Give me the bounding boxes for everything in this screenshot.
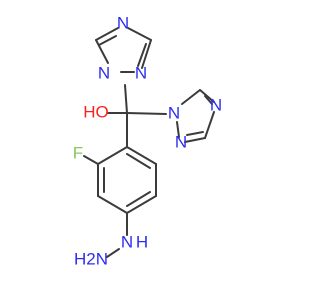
bond [204, 95, 213, 105]
triazole-right-n1-label: N [168, 103, 180, 122]
triazole-ring-top [95, 27, 152, 73]
hydrazine-nh-label: N [121, 232, 133, 251]
bond [186, 131, 204, 136]
hydrazine-h-label: H [136, 232, 148, 251]
bond [181, 89, 201, 105]
hydroxyl-label: HO [83, 102, 109, 121]
bond [137, 43, 147, 67]
bond [95, 27, 119, 41]
benzene-ring [97, 146, 157, 214]
benzene-substituent-bonds [83, 155, 128, 258]
bond [124, 84, 128, 114]
triazole-ring-right [176, 89, 215, 143]
bond [199, 89, 215, 103]
bond [184, 137, 206, 143]
bond [204, 111, 215, 139]
bond [97, 146, 128, 165]
bond [126, 112, 167, 115]
triazole-right-n4-label: N [210, 95, 222, 114]
bond [176, 121, 180, 138]
bond [98, 35, 117, 46]
bond [126, 195, 157, 214]
molecule-structure-diagram: N N N N N N HO F N H H2N [73, 13, 222, 268]
bond [126, 146, 157, 165]
bond [106, 248, 120, 258]
triazole-right-n2-label: N [175, 132, 187, 151]
triazole-top-n2-label: N [135, 63, 147, 82]
bond [127, 27, 152, 41]
hydrazine-h2n-label: H2N [74, 249, 108, 268]
bond [141, 39, 152, 69]
central-carbon-bonds [107, 84, 167, 148]
triazole-top-n4-label: N [117, 13, 129, 32]
bond [126, 191, 151, 207]
bond [95, 39, 109, 64]
bond [83, 155, 99, 165]
fluorine-label: F [73, 143, 83, 162]
molecule-canvas: N N N N N N HO F N H H2N [72, 13, 223, 269]
bond [97, 195, 128, 214]
triazole-top-n1-label: N [98, 63, 110, 82]
bond [126, 153, 151, 169]
atom-labels: N N N N N N HO F N H H2N [73, 13, 222, 268]
